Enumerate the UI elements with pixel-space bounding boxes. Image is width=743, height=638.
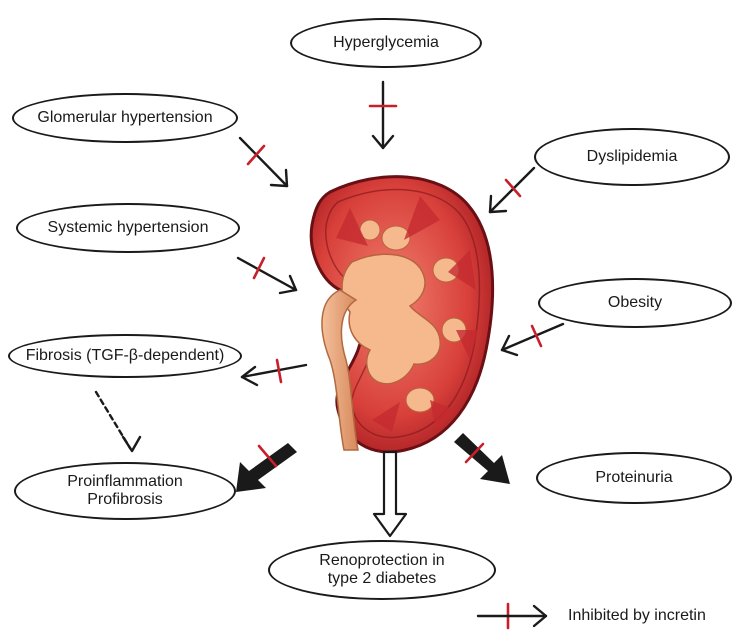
renal-pyramid (336, 208, 368, 246)
arrowhead (500, 334, 519, 357)
arrows (94, 80, 565, 453)
kidney-illustration (309, 175, 495, 454)
node-glomerular-hypertension: Glomerular hypertension (12, 93, 238, 143)
arrow-dyslipidemia (488, 166, 536, 214)
node-systemic-hypertension: Systemic hypertension (16, 203, 240, 253)
renal-pyramid (372, 402, 400, 432)
node-label-line1: Renoprotection in (319, 552, 445, 569)
renal-pyramid (448, 250, 476, 290)
inhibit-mark-glomerular-hypertension (246, 144, 266, 166)
node-label: Proteinuria (595, 469, 673, 486)
node-label: Obesity (607, 294, 663, 311)
arrowhead (240, 365, 259, 387)
inhibit-mark-proteinuria (464, 442, 485, 464)
arrowhead (269, 168, 289, 188)
arrow-fibrosis (240, 363, 308, 379)
node-label-line2: type 2 diabetes (327, 570, 437, 587)
arrowhead (278, 274, 298, 295)
node-proinflammation-profibrosis: Proinflammation Profibrosis (14, 462, 236, 520)
arrowhead (371, 134, 395, 150)
node-fibrosis: Fibrosis (TGF-β-dependent) (8, 334, 242, 378)
node-label: Fibrosis (TGF-β-dependent) (25, 347, 225, 364)
thick-arrow-proinflammation (236, 443, 297, 492)
node-obesity: Obesity (538, 278, 732, 328)
inhibit-mark-dyslipidemia (504, 178, 522, 198)
thick-arrows (236, 433, 510, 538)
renal-pyramid (456, 330, 478, 360)
inhibit-mark-fibrosis (275, 358, 283, 384)
renal-pyramid (404, 196, 440, 240)
node-renoprotection: Renoprotection in type 2 diabetes (268, 540, 496, 600)
renal-pelvis (341, 253, 441, 385)
arrow-systemic-hypertension (236, 256, 298, 292)
arrowhead (488, 194, 508, 214)
calyx (405, 387, 435, 413)
inhibit-mark-systemic-hypertension (252, 256, 266, 280)
arrowhead (121, 435, 142, 453)
legend-arrow (476, 604, 548, 628)
calyx (381, 225, 411, 251)
ureter (321, 289, 359, 451)
hollow-arrow-renoprotection (372, 450, 408, 538)
kidney-cortex-layer (325, 188, 481, 439)
inhibit-mark-obesity (530, 324, 543, 348)
node-label: Dyslipidemia (586, 148, 678, 165)
node-label: Hyperglycemia (333, 34, 439, 51)
node-label: Systemic hypertension (47, 219, 209, 236)
node-proteinuria: Proteinuria (536, 452, 732, 504)
legend-label: Inhibited by incretin (568, 607, 706, 624)
node-label: Glomerular hypertension (37, 109, 213, 126)
thick-arrow-proteinuria (454, 433, 510, 484)
arrow-glomerular-hypertension (238, 136, 289, 188)
node-label-line2: Profibrosis (87, 491, 163, 508)
inhibit-mark-proinflammation (257, 444, 278, 468)
node-label-line1: Proinflammation (67, 473, 183, 490)
node-dyslipidemia: Dyslipidemia (534, 128, 730, 186)
renal-pyramid (430, 400, 456, 430)
arrow-obesity (500, 322, 565, 352)
node-hyperglycemia: Hyperglycemia (290, 18, 482, 68)
